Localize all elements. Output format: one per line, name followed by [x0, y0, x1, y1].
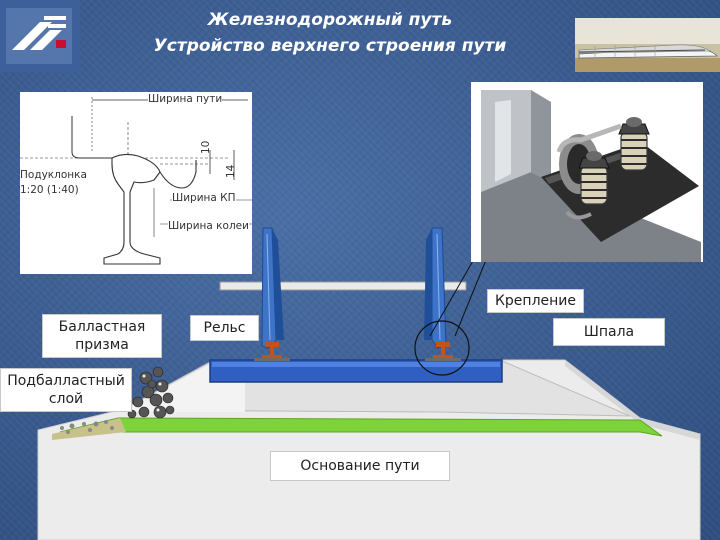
subgrade-label: Основание пути — [270, 451, 450, 481]
embankment-shadow — [565, 360, 700, 440]
rail-right — [425, 342, 461, 361]
kp-width-label: Ширина КП — [172, 192, 236, 204]
rut-width-label: Ширина колеи — [168, 220, 249, 232]
subballast-stones — [60, 420, 114, 434]
rail-profile-inset: Ширина пути 10 14 Подуклонка 1:20 (1:40)… — [20, 92, 252, 274]
wheel-right — [424, 227, 447, 349]
fastening-label: Крепление — [487, 289, 584, 313]
rail-label: Рельс — [190, 315, 259, 341]
dim-10-label: 10 — [200, 140, 212, 154]
gravel-pile — [127, 366, 175, 419]
wheel-left — [261, 227, 284, 349]
cant-ratio-label: 1:20 (1:40) — [20, 184, 79, 196]
subballast-label: Подбалластный слой — [0, 368, 132, 412]
slide-title-line1: Железнодорожный путь — [207, 10, 453, 30]
railway-logo-icon — [0, 0, 80, 72]
wheel-axle — [219, 281, 467, 291]
rail-fastening-photo — [471, 82, 703, 262]
rail-left — [254, 342, 290, 361]
track-width-label: Ширина пути — [148, 93, 223, 105]
dim-14-label: 14 — [225, 164, 237, 178]
fastening-highlight-circle — [414, 320, 470, 376]
slide-title-line2: Устройство верхнего строения пути — [153, 36, 507, 56]
sleeper-label: Шпала — [553, 318, 665, 346]
ballast-prism-label: Балластная призма — [42, 314, 162, 358]
cant-label: Подуклонка — [20, 169, 87, 181]
header: Железнодорожный путь Устройство верхнего… — [0, 0, 720, 72]
high-speed-train-image — [575, 18, 720, 72]
